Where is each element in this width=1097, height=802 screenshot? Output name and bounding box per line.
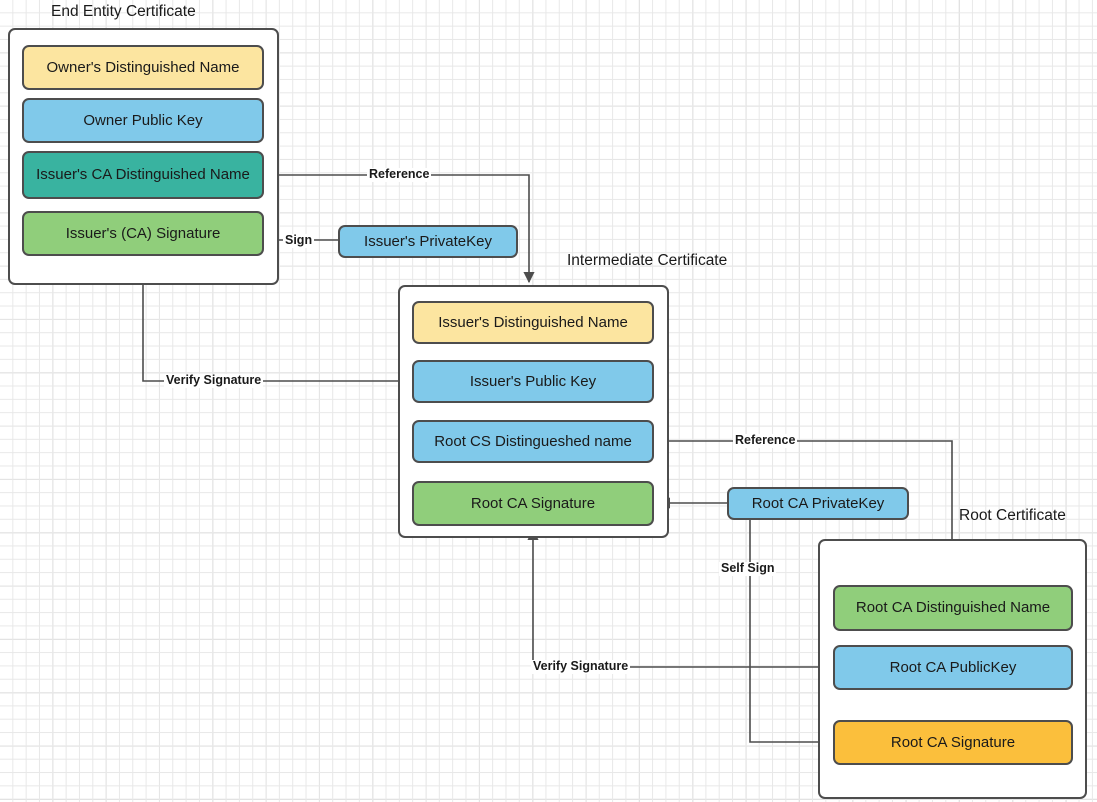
edge-self-sign [749,520,830,748]
issuer-private-key-node[interactable]: Issuer's PrivateKey [338,225,518,258]
end-entity-field-owner-public-key[interactable]: Owner Public Key [22,98,264,143]
end-entity-field-issuer-ca-distinguished-name[interactable]: Issuer's CA Distinguished Name [22,151,264,199]
edge-verify-signature-bottom [527,528,833,668]
edge-label-self-sign: Self Sign [719,561,777,576]
edge-label-verify-signature-bottom: Verify Signature [531,659,631,674]
edge-label-sign: Sign [283,233,315,248]
group-title-intermediate: Intermediate Certificate [567,252,728,269]
root-field-root-ca-public-key[interactable]: Root CA PublicKey [833,645,1073,690]
edge-label-verify-signature-top: Verify Signature [164,373,264,388]
group-title-root: Root Certificate [959,507,1066,524]
end-entity-field-issuer-ca-signature[interactable]: Issuer's (CA) Signature [22,211,264,256]
intermediate-field-root-cs-distingueshed-name[interactable]: Root CS Distingueshed name [412,420,654,463]
intermediate-field-issuer-public-key[interactable]: Issuer's Public Key [412,360,654,403]
end-entity-field-owner-distinguished-name[interactable]: Owner's Distinguished Name [22,45,264,90]
root-field-root-ca-distinguished-name[interactable]: Root CA Distinguished Name [833,585,1073,631]
intermediate-field-issuer-distinguished-name[interactable]: Issuer's Distinguished Name [412,301,654,344]
root-ca-private-key-node[interactable]: Root CA PrivateKey [727,487,909,520]
intermediate-field-root-ca-signature[interactable]: Root CA Signature [412,481,654,526]
group-title-end-entity: End Entity Certificate [51,3,196,20]
edge-label-reference-top: Reference [367,167,432,182]
root-field-root-ca-signature[interactable]: Root CA Signature [833,720,1073,765]
edge-label-reference-bottom: Reference [733,433,798,448]
